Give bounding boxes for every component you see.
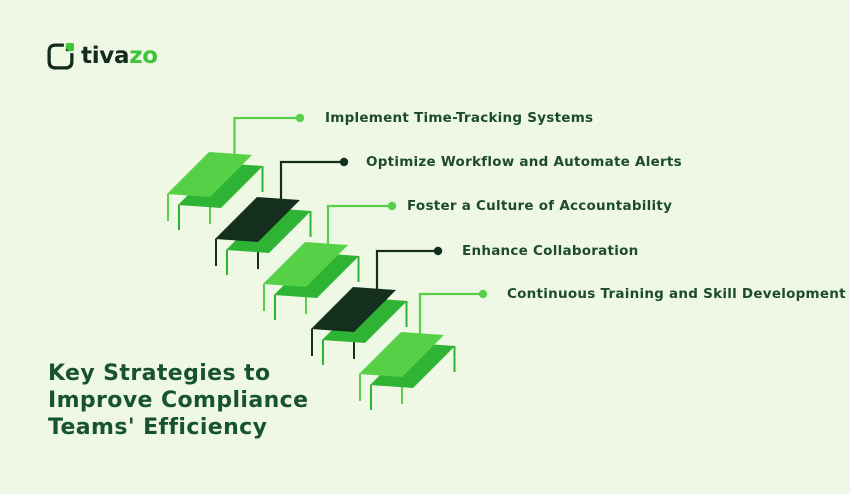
step-block-4 [311,287,408,365]
step-5-legs [359,346,456,410]
connector-dot-4 [433,246,443,256]
connector-2 [279,157,349,205]
step-block-5 [359,332,456,410]
page-title: Key Strategies to Improve Compliance Tea… [48,360,308,441]
connector-dot-1 [295,113,305,123]
connector-dot-5 [478,289,488,299]
connector-5 [418,289,488,340]
step-3-legs [263,256,360,320]
step-label-3: Foster a Culture of Accountability [407,198,673,214]
step-1-legs [167,166,264,230]
logo-text: tivazo [81,45,158,68]
step-2-legs [215,211,312,275]
heading-line-1: Key Strategies to [48,361,271,386]
heading-line-2: Improve Compliance [48,388,309,413]
logo-text-accent: zo [129,43,158,69]
connector-line-3 [326,204,392,250]
step-1-top-slab [167,152,252,197]
connector-1 [233,113,305,160]
step-block-2 [215,197,312,275]
logo-text-dark: tiva [81,43,130,69]
step-3-top-slab [263,242,348,287]
step-block-3 [263,242,360,320]
connector-3 [326,201,397,250]
step-block-1 [167,152,264,230]
connector-dot-3 [387,201,397,211]
logo-corner-square [65,43,74,52]
step-label-5: Continuous Training and Skill Developmen… [507,286,846,302]
logo-lockup: tivazo [47,43,158,70]
step-5-top-slab [359,332,444,377]
heading-line-3: Teams' Efficiency [48,415,268,440]
step-4-legs [311,301,408,365]
connector-line-5 [418,292,483,340]
step-label-2: Optimize Workflow and Automate Alerts [366,154,682,170]
step-4-top-slab [311,287,396,332]
step-label-1: Implement Time-Tracking Systems [325,110,594,126]
connector-dot-2 [339,157,349,167]
connector-line-2 [279,160,344,205]
step-label-4: Enhance Collaboration [462,243,639,259]
connector-line-4 [375,249,438,295]
connector-line-1 [233,116,300,160]
step-2-top-slab [215,197,300,242]
logo-frame [47,43,74,70]
tivazo-logo-icon [47,43,74,70]
connector-4 [375,246,443,295]
